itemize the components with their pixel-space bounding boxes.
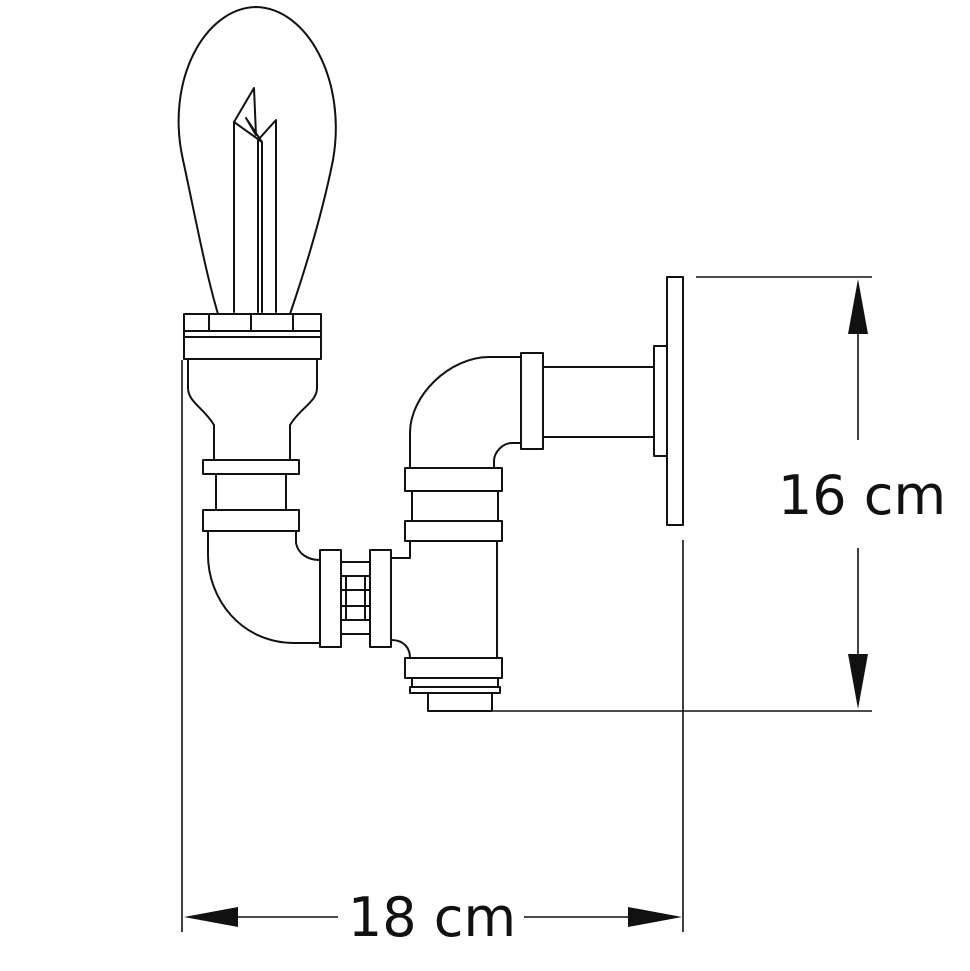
bottom-plug bbox=[409, 677, 501, 712]
socket-cap bbox=[183, 313, 322, 360]
height-label: 16 cm bbox=[778, 464, 946, 527]
left-elbow bbox=[207, 530, 321, 644]
width-label: 18 cm bbox=[348, 886, 516, 949]
width-dimension: 18 cm bbox=[184, 886, 682, 949]
wall-arm bbox=[520, 345, 668, 457]
width-arrow-left bbox=[184, 907, 238, 927]
extension-lines bbox=[181, 276, 872, 932]
height-arrow-bottom bbox=[848, 654, 868, 709]
union-coupling bbox=[319, 549, 392, 648]
width-arrow-right bbox=[628, 907, 682, 927]
wall-flange bbox=[666, 276, 684, 526]
height-dimension: 16 cm bbox=[778, 279, 946, 709]
lamp-socket bbox=[187, 358, 318, 475]
upper-elbow bbox=[409, 356, 522, 469]
tee-fitting bbox=[390, 520, 503, 679]
edison-bulb bbox=[177, 6, 337, 315]
left-pipe bbox=[202, 473, 300, 532]
bulb-filament-2 bbox=[257, 119, 277, 313]
height-arrow-top bbox=[848, 279, 868, 334]
upper-pipe bbox=[404, 467, 503, 522]
